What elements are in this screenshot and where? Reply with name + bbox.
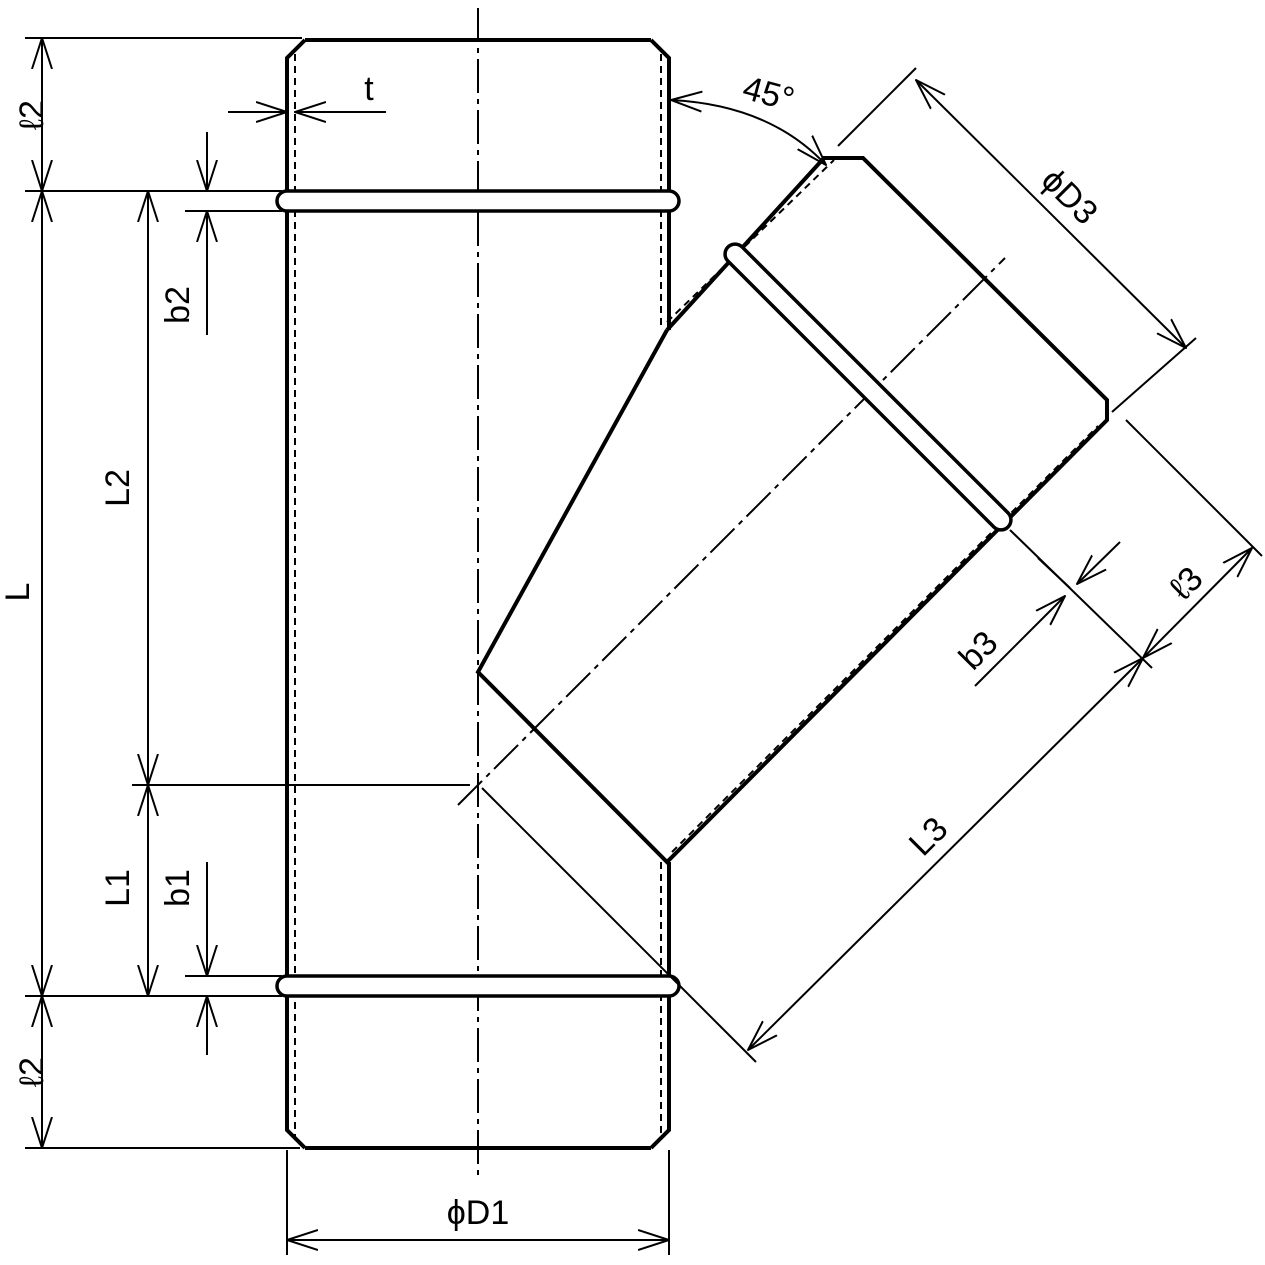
label-L1: L1 — [99, 869, 137, 907]
label-t: t — [364, 70, 374, 108]
label-b3: b3 — [952, 624, 1006, 678]
label-L: L — [0, 583, 37, 602]
branch-inner-wall-top — [666, 159, 835, 323]
bottom-bead-band — [275, 974, 681, 998]
dim-b3-lower — [974, 596, 1065, 687]
branch-pipe-outline — [475, 156, 1109, 865]
label-D3: ϕD3 — [1034, 161, 1105, 232]
label-L2: L2 — [99, 469, 137, 507]
dimension-lines — [42, 38, 1252, 1240]
dim-45deg-arc — [671, 100, 826, 165]
label-L3: L3 — [902, 810, 956, 864]
main-pipe-outline-left — [285, 38, 307, 1150]
label-l3: ℓ3 — [1163, 560, 1211, 608]
branch-centerline — [457, 257, 1006, 806]
label-l2-bottom: ℓ2 — [13, 1057, 51, 1087]
branch-pipe — [457, 156, 1109, 865]
dim-b3-upper — [1077, 541, 1121, 584]
label-45deg: 45° — [739, 69, 799, 119]
main-pipe — [275, 8, 681, 1180]
label-b2: b2 — [159, 286, 197, 324]
label-l2-top: ℓ2 — [13, 100, 51, 130]
main-pipe-outline-right-bottom — [649, 862, 671, 1150]
top-bead-band — [275, 189, 681, 213]
dim-L3 — [748, 658, 1143, 1050]
main-pipe-outline-right-top — [649, 38, 671, 330]
dim-l3 — [1143, 548, 1252, 658]
branch-inner-wall-bottom — [671, 425, 1099, 853]
label-b1: b1 — [159, 869, 197, 907]
dim-D3 — [916, 80, 1186, 348]
branch-bead-band — [723, 242, 1013, 532]
label-D1: ϕD1 — [447, 1194, 510, 1232]
dimension-labels: ℓ2 ℓ2 t b2 L2 L L1 b1 ϕD1 45° ϕD3 ℓ3 b3 … — [0, 69, 1211, 1232]
